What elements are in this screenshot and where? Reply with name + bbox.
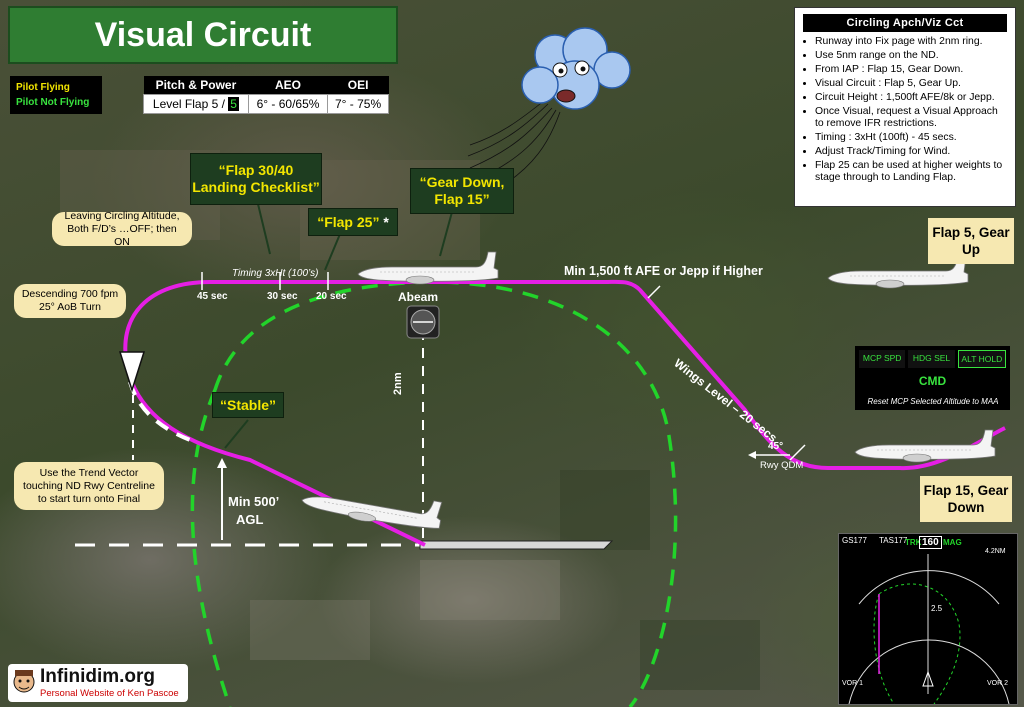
min500-label: Min 500’ (228, 494, 280, 509)
stable-pointer (224, 419, 249, 449)
t30-label: 30 sec (267, 291, 298, 302)
briefing-title: Circling Apch/Viz Cct (803, 14, 1007, 32)
pp-oei-value: 7° - 75% (327, 94, 389, 114)
callout-gear-down: “Gear Down, Flap 15” (410, 168, 514, 214)
t45-label: 45 sec (197, 291, 228, 302)
mcp-panel: MCP SPD HDG SEL ALT HOLD CMD (855, 346, 1010, 410)
pp-row-highlight: 5 (228, 97, 239, 111)
pp-row-label: Level Flap 5 / 5 (143, 94, 249, 114)
briefing-item: Use 5nm range on the ND. (815, 50, 1009, 62)
briefing-item: From IAP : Flap 15, Gear Down. (815, 64, 1009, 76)
gear-down-pointer (439, 211, 453, 257)
qdm-arrowhead (748, 451, 756, 459)
aircraft-final-icon (299, 477, 445, 535)
nav-display: GS177 TAS177 TRK 160 MAG 4.2NM 2.5 VOR 1… (838, 533, 1018, 705)
note-descending: Descending 700 fpm 25° AoB Turn (14, 284, 126, 318)
note-trend-vector: Use the Trend Vector touching ND Rwy Cen… (14, 462, 164, 510)
tick-wings-level-end (789, 444, 806, 461)
two-nm-ring (190, 280, 678, 707)
nd-range: 4.2NM (985, 548, 1006, 555)
pp-aeo-value: 6° - 60/65% (247, 94, 329, 114)
pitch-power-table: Pitch & Power AEO OEI Level Flap 5 / 5 6… (143, 76, 389, 114)
briefing-item: Circuit Height : 1,500ft AFE/8k or Jepp. (815, 92, 1009, 104)
face-icon (13, 670, 35, 693)
card-flap15-gear-down: Flap 15, Gear Down (920, 476, 1012, 522)
t20-label: 20 sec (316, 291, 347, 302)
card-flap5-gear-up: Flap 5, Gear Up (928, 218, 1014, 264)
role-legend: Pilot Flying Pilot Not Flying (10, 76, 102, 114)
mcp-spd-button[interactable]: MCP SPD (859, 350, 906, 368)
nd-trk: TRK (905, 538, 922, 547)
flap25-pointer (324, 233, 341, 271)
timing-label: Timing 3xHt (100’s) (232, 268, 319, 279)
logo-tagline: Personal Website of Ken Pascoe (40, 688, 179, 699)
callout-flap25: “Flap 25” * (308, 208, 398, 236)
aircraft-crosswind-icon (854, 429, 996, 463)
nd-vor2: VOR 2 (987, 680, 1009, 687)
mcp-buttons: MCP SPD HDG SEL ALT HOLD (859, 350, 1006, 368)
agl-label: AGL (236, 512, 264, 527)
circuit-track (123, 279, 1006, 547)
turn-white-segment (128, 381, 191, 442)
site-logo[interactable]: Infinidim.org Personal Website of Ken Pa… (8, 664, 188, 702)
min1500-label: Min 1,500 ft AFE or Jepp if Higher (564, 264, 763, 278)
rwy-qdm-label: Rwy QDM (760, 460, 804, 471)
abeam-label: Abeam (398, 290, 439, 304)
callout-stable: “Stable” (212, 392, 284, 418)
briefing-item: Timing : 3xHt (100ft) - 45 secs. (815, 132, 1009, 144)
callout-flap25-star: * (383, 213, 389, 230)
flap3040-pointer (257, 203, 271, 255)
briefing-item: Runway into Fix page with 2nm ring. (815, 36, 1009, 48)
attitude-indicator-icon (406, 305, 440, 339)
nd-gs: GS177 (842, 536, 867, 545)
briefing-item: Visual Circuit : Flap 5, Gear Up. (815, 78, 1009, 90)
mcp-note: Reset MCP Selected Altitude to MAA (867, 397, 999, 406)
briefing-panel: Circling Apch/Viz Cct Runway into Fix pa… (794, 7, 1016, 207)
angle-label: 45° (768, 441, 784, 452)
tick-wings-level-start (647, 285, 661, 299)
pp-header-oei: OEI (327, 76, 389, 95)
nd-heading: 160 (919, 536, 942, 549)
nav-display-graphic (848, 554, 1010, 704)
runway (419, 540, 614, 550)
two-nm-label: 2nm (392, 372, 404, 395)
alt-hold-button[interactable]: ALT HOLD (957, 350, 1006, 368)
pilot-not-flying-label: Pilot Not Flying (16, 97, 90, 108)
page-title: Visual Circuit (8, 6, 398, 64)
briefing-list: Runway into Fix page with 2nm ring. Use … (795, 36, 1015, 184)
pp-header-aeo: AEO (248, 76, 328, 95)
nd-vor1: VOR 1 (842, 680, 864, 687)
callout-flap25-text: “Flap 25” (317, 213, 380, 230)
cmd-annunciator: CMD (918, 374, 947, 388)
nd-ring: 2.5 (931, 604, 943, 613)
pilot-flying-label: Pilot Flying (16, 82, 70, 93)
pp-header-title: Pitch & Power (143, 76, 249, 95)
briefing-item: Adjust Track/Timing for Wind. (815, 146, 1009, 158)
note-leaving-altitude: Leaving Circling Altitude, Both F/D’s …O… (52, 210, 192, 248)
briefing-item: Once Visual, request a Visual Approach t… (815, 106, 1009, 130)
logo-name: Infinidim.org (40, 666, 156, 687)
callout-flap3040: “Flap 30/40 Landing Checklist” (190, 153, 322, 205)
briefing-item: Flap 25 can be used at higher weights to… (815, 160, 1009, 184)
nd-mag: MAG (943, 538, 962, 547)
wind-cloud-icon (467, 27, 631, 193)
pp-row-text: Level Flap 5 / (152, 97, 225, 111)
nd-tas: TAS177 (879, 536, 908, 545)
hdg-sel-button[interactable]: HDG SEL (908, 350, 955, 368)
min500-arrowhead (217, 458, 227, 468)
turn-point-marker (118, 351, 146, 393)
